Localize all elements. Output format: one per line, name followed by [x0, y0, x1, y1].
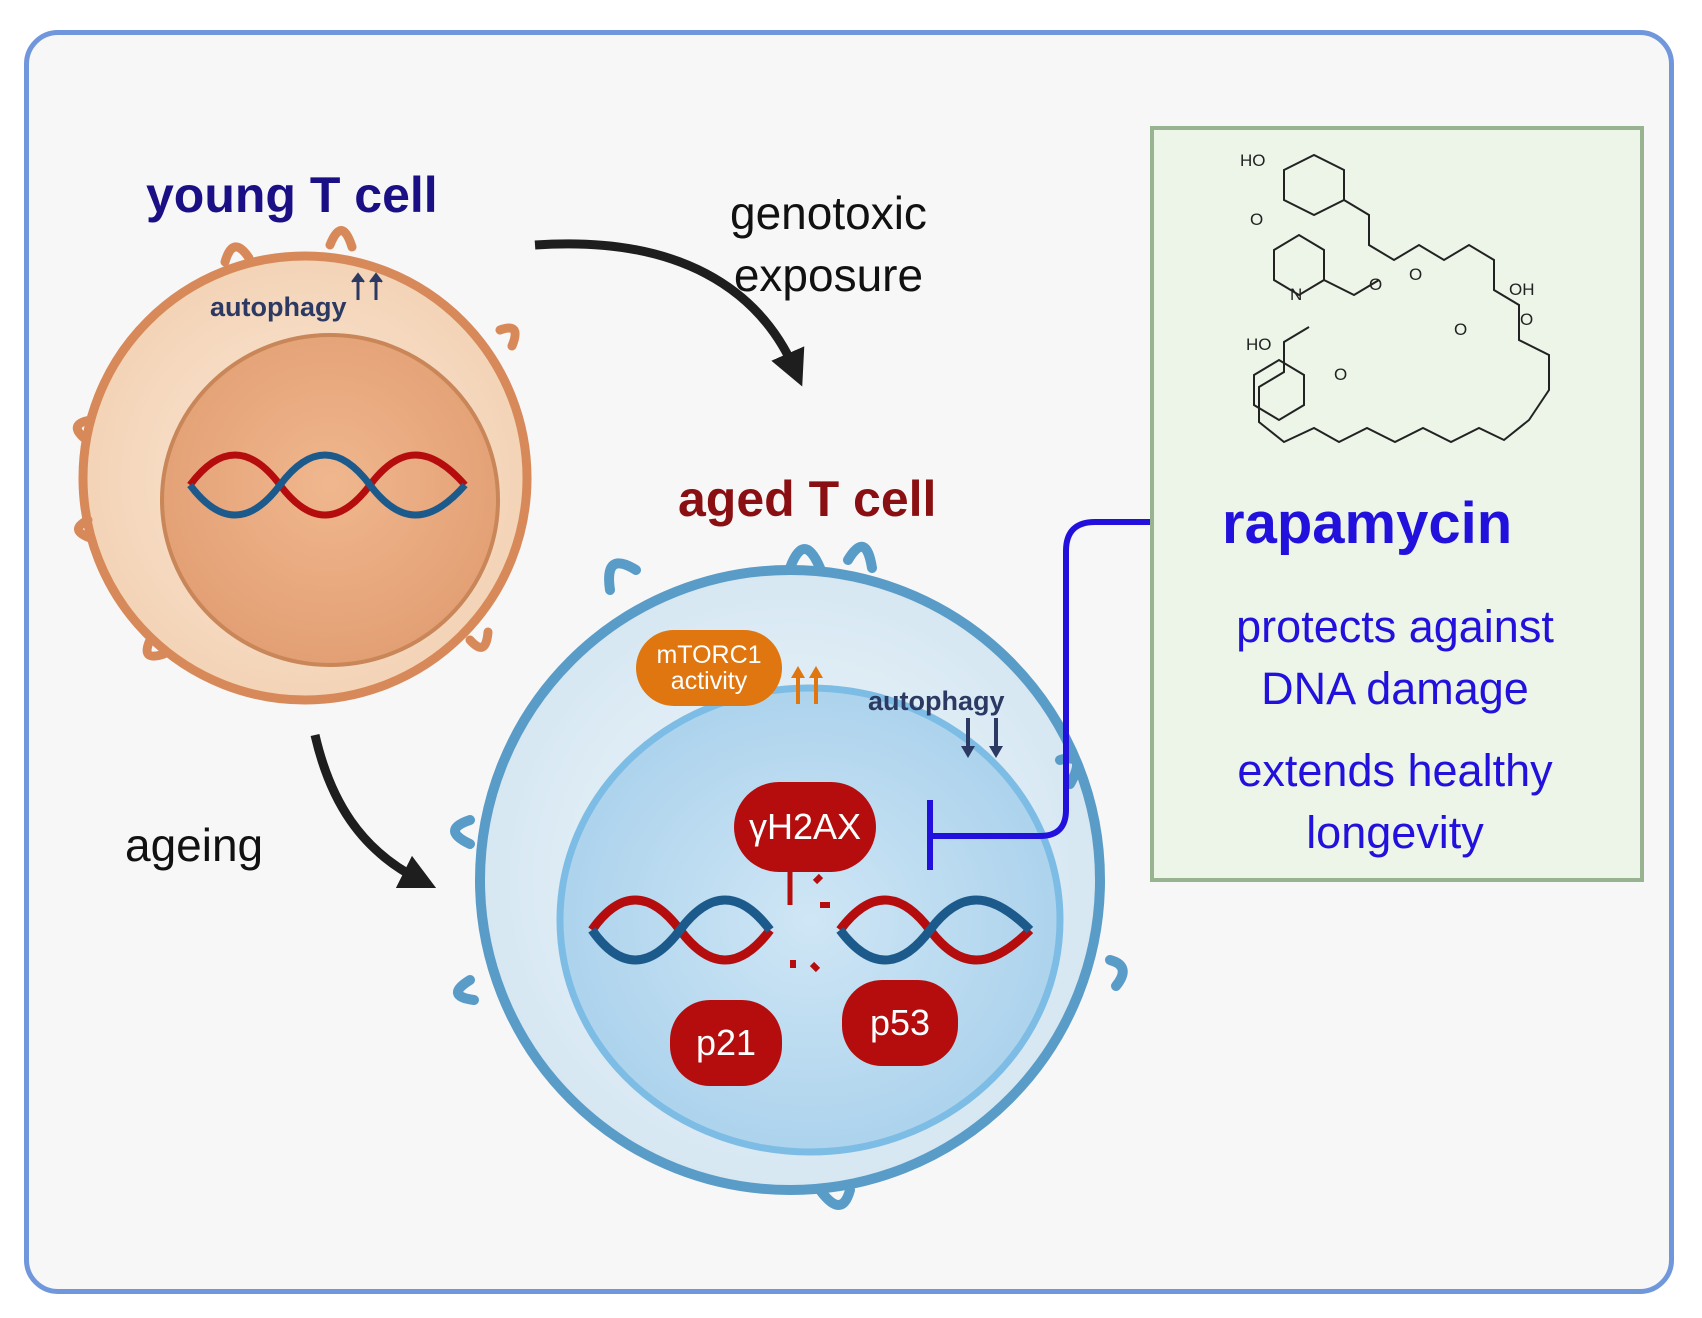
- aged-t-cell: [450, 542, 1128, 1210]
- benefit-longevity: extends healthy longevity: [1237, 745, 1553, 858]
- p21-badge: p21: [670, 1000, 782, 1086]
- rapamycin-structure-icon: HO O N O O OH HO O O O: [1240, 151, 1550, 444]
- inhibition-line-icon: [930, 519, 1198, 839]
- young-t-cell-title: young T cell: [146, 167, 438, 223]
- genotoxic-arrow-icon: [534, 239, 805, 387]
- young-autophagy-label: autophagy: [210, 292, 347, 322]
- svg-text:HO: HO: [1240, 151, 1266, 170]
- rapamycin-title: rapamycin: [1222, 491, 1513, 556]
- svg-text:O: O: [1520, 310, 1533, 329]
- svg-text:O: O: [1334, 365, 1347, 384]
- ageing-arrow-icon: [310, 733, 437, 889]
- svg-text:O: O: [1454, 320, 1467, 339]
- gamma-h2ax-badge: γH2AX: [734, 782, 876, 872]
- genotoxic-exposure-label: genotoxic exposure: [730, 187, 927, 301]
- aged-autophagy-label: autophagy: [868, 686, 1005, 716]
- mtorc1-activity-badge: mTORC1 activity: [636, 630, 782, 706]
- young-t-cell: [72, 226, 532, 705]
- aged-t-cell-title: aged T cell: [678, 471, 937, 527]
- svg-text:OH: OH: [1509, 280, 1535, 299]
- svg-text:N: N: [1290, 285, 1302, 304]
- svg-text:O: O: [1409, 265, 1422, 284]
- svg-text:O: O: [1369, 275, 1382, 294]
- benefit-dna-protection: protects against DNA damage: [1236, 601, 1554, 714]
- ageing-label: ageing: [125, 819, 264, 871]
- rapamycin-structure-box: HO O N O O OH HO O O O: [1150, 126, 1644, 882]
- p53-badge: p53: [842, 980, 958, 1066]
- svg-text:O: O: [1250, 210, 1263, 229]
- svg-text:HO: HO: [1246, 335, 1272, 354]
